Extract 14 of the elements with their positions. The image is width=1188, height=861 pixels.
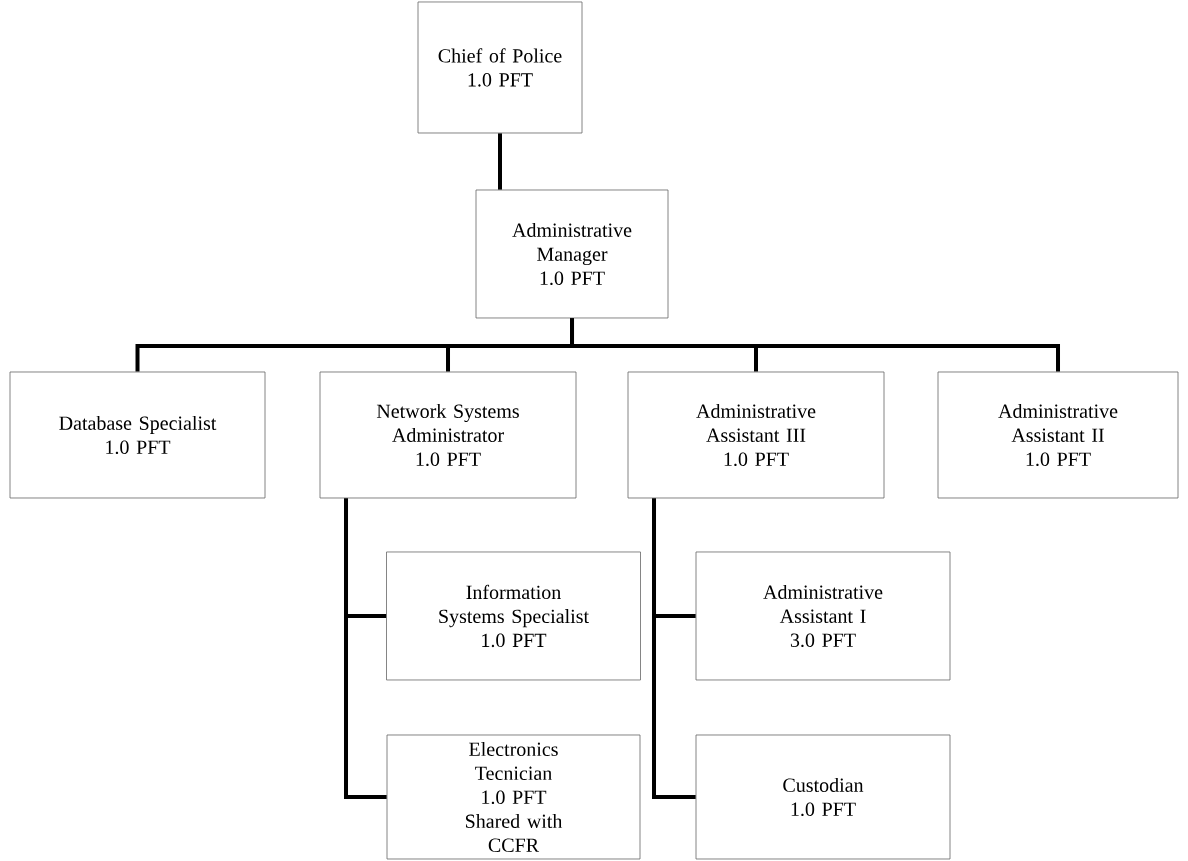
position-box: Administrative Assistant III 1.0 PFT (627, 371, 885, 499)
position-box: Database Specialist 1.0 PFT (9, 371, 266, 499)
connector-line (498, 133, 502, 190)
connector-line (570, 318, 1060, 372)
position-box: Custodian 1.0 PFT (695, 734, 951, 860)
position-box: Information Systems Specialist 1.0 PFT (386, 551, 641, 681)
position-box: Administrative Assistant II 1.0 PFT (937, 371, 1179, 499)
position-box: Chief of Police 1.0 PFT (417, 1, 583, 134)
position-box: Administrative Assistant I 3.0 PFT (695, 551, 951, 681)
position-box: Electronics Tecnician 1.0 PFT Shared with CCFR (386, 734, 641, 860)
position-box: Network Systems Administrator 1.0 PFT (319, 371, 577, 499)
position-box: Administrative Manager 1.0 PFT (475, 189, 669, 319)
connector-line (344, 498, 387, 799)
connector-line (652, 498, 696, 799)
